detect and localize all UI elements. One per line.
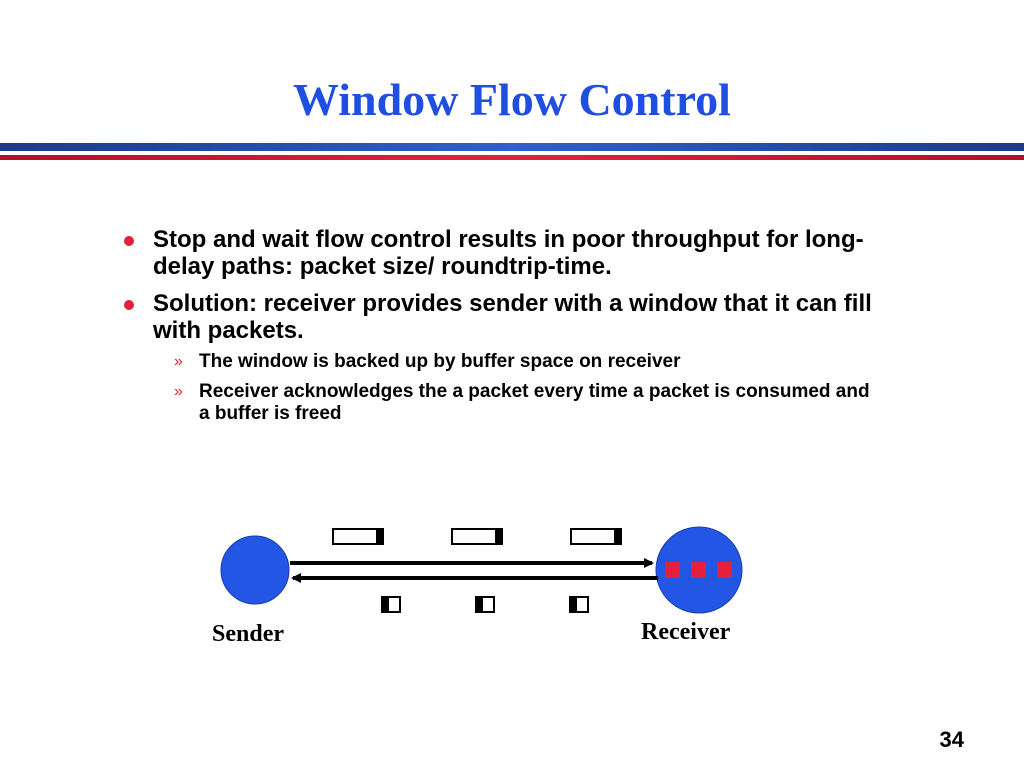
title-underline-red: [0, 155, 1024, 160]
bullet-text: Solution: receiver provides sender with …: [153, 290, 872, 344]
sub-bullet-text: The window is backed up by buffer space …: [199, 351, 681, 372]
data-packet: [570, 528, 622, 545]
sub-bullet-text: Receiver acknowledges the a packet every…: [199, 381, 870, 424]
receiver-buffer: [717, 562, 732, 578]
slide-title: Window Flow Control: [293, 74, 731, 125]
sub-bullet-marker: »: [174, 383, 183, 400]
receiver-buffers: [665, 562, 732, 578]
ack-packet: [475, 596, 495, 613]
sub-bullet-marker: »: [174, 353, 183, 370]
bullet-dot-icon: [124, 236, 134, 246]
receiver-buffer: [691, 562, 706, 578]
bullet-item: Solution: receiver provides sender with …: [124, 290, 893, 344]
ack-packet: [381, 596, 401, 613]
sub-bullet-item: » The window is backed up by buffer spac…: [174, 351, 879, 373]
sub-bullet-item: » Receiver acknowledges the a packet eve…: [174, 381, 879, 425]
title-underline-blue: [0, 143, 1024, 151]
page-number: 34: [939, 727, 964, 752]
ack-packet: [569, 596, 589, 613]
data-packet: [451, 528, 503, 545]
sender-node: [220, 535, 290, 605]
sender-label: Sender: [212, 621, 284, 647]
bullet-text: Stop and wait flow control results in po…: [153, 226, 864, 280]
ack-packets: [381, 596, 589, 613]
bullet-item: Stop and wait flow control results in po…: [124, 226, 893, 280]
data-packet: [332, 528, 384, 545]
data-packets: [332, 528, 622, 545]
bullet-dot-icon: [124, 300, 134, 310]
receiver-buffer: [665, 562, 680, 578]
receiver-label: Receiver: [641, 619, 731, 645]
